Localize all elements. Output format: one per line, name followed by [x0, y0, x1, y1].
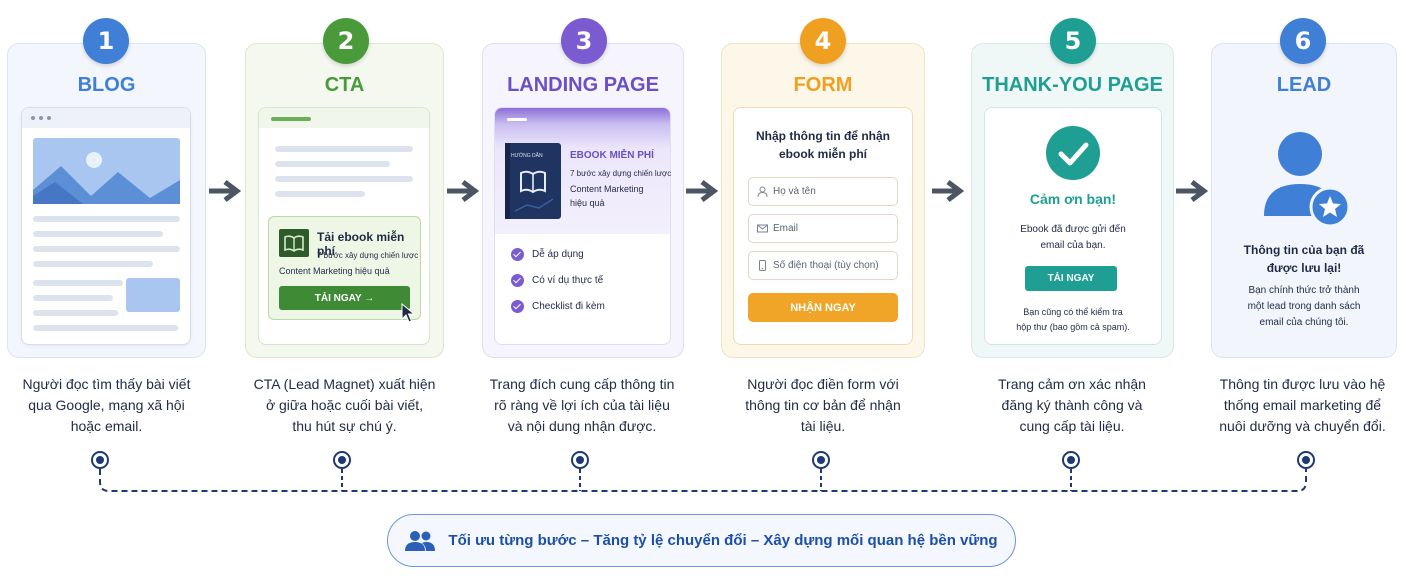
- benefit-item: Dễ áp dụng: [511, 248, 584, 261]
- ebook-cover-label: HƯỚNG DẪN: [511, 153, 543, 159]
- name-field[interactable]: Họ và tên: [748, 177, 898, 206]
- phone-icon: [759, 260, 766, 271]
- ebook-heading: EBOOK MIỄN PHÍ: [570, 150, 654, 161]
- step-title: FORM: [793, 74, 853, 96]
- submit-button[interactable]: NHẬN NGAY: [748, 293, 898, 322]
- cursor-pointer-icon: [401, 303, 415, 323]
- cta-heading: Tải ebook miễn phí: [317, 230, 405, 258]
- thanks-heading: Cảm ơn bạn!: [1029, 191, 1117, 207]
- cta-line: 7 bước xây dựng chiến lược: [317, 251, 419, 260]
- footer-text: Tối ưu từng bước – Tăng tỷ lệ chuyển đổi…: [448, 532, 998, 549]
- ebook-line: hiệu quả: [570, 198, 605, 208]
- step-title: CTA: [324, 74, 365, 96]
- user-icon: [757, 186, 768, 197]
- image-placeholder-icon: [33, 138, 180, 204]
- step-description: Người đọc điền form với thông tin cơ bản…: [745, 376, 901, 434]
- arrow-right-icon: [209, 180, 242, 202]
- step-number-badge: 2: [323, 18, 369, 64]
- form-heading: Nhập thông tin để nhận ebook miễn phí: [756, 129, 890, 161]
- mail-icon: [757, 224, 768, 233]
- ebook-line: Content Marketing: [570, 184, 644, 194]
- check-circle-icon: [511, 300, 524, 313]
- step-number-badge: 1: [83, 18, 129, 64]
- step-title: LANDING PAGE: [507, 74, 659, 96]
- ebook-cover-icon: [505, 143, 561, 219]
- download-ebook-button[interactable]: TẢI NGAY: [1025, 266, 1117, 291]
- footer-banner: Tối ưu từng bước – Tăng tỷ lệ chuyển đổi…: [387, 514, 1016, 567]
- arrow-right-icon: [686, 180, 719, 202]
- step-description: Trang đích cung cấp thông tin rõ ràng về…: [489, 376, 675, 434]
- lead-heading: Thông tin của bạn đã được lưu lại!: [1243, 243, 1365, 275]
- lead-text: Bạn chính thức trở thành một lead trong …: [1247, 285, 1361, 328]
- download-now-button[interactable]: TẢI NGAY →: [279, 286, 410, 310]
- step-description: CTA (Lead Magnet) xuất hiện ở giữa hoặc …: [253, 376, 436, 434]
- step-description: Thông tin được lưu vào hệ thống email ma…: [1219, 376, 1386, 434]
- book-icon: [279, 229, 309, 257]
- timeline-dot: [812, 451, 830, 469]
- user-star-icon: [1264, 132, 1350, 228]
- arrow-right-icon: [447, 180, 480, 202]
- phone-field[interactable]: Số điện thoại (tùy chọn): [748, 251, 898, 280]
- benefit-item: Có ví dụ thực tế: [511, 274, 603, 287]
- benefit-item: Checklist đi kèm: [511, 300, 605, 313]
- step-title: BLOG: [77, 74, 136, 96]
- check-circle-icon: [1046, 126, 1100, 180]
- arrow-right-icon: [1176, 180, 1209, 202]
- timeline-dot: [571, 451, 589, 469]
- ebook-line: 7 bước xây dựng chiến lược: [570, 169, 672, 178]
- timeline-dot: [91, 451, 109, 469]
- arrow-right-icon: [932, 180, 965, 202]
- timeline-dot: [1297, 451, 1315, 469]
- email-field[interactable]: Email: [748, 214, 898, 243]
- users-icon: [405, 530, 436, 551]
- step-number-badge: 6: [1280, 18, 1326, 64]
- thanks-note: Bạn cũng có thể kiểm tra hộp thư (bao gồ…: [1016, 307, 1130, 332]
- timeline-dot: [333, 451, 351, 469]
- timeline-dot: [1062, 451, 1080, 469]
- check-circle-icon: [511, 248, 524, 261]
- step-number-badge: 3: [561, 18, 607, 64]
- thanks-text: Ebook đã được gửi đến email của bạn.: [1020, 224, 1126, 251]
- step-title: LEAD: [1276, 74, 1332, 96]
- cta-line: Content Marketing hiệu quả: [279, 266, 390, 276]
- step-number-badge: 4: [800, 18, 846, 64]
- step-description: Người đọc tìm thấy bài viết qua Google, …: [22, 376, 191, 434]
- step-title: THANK-YOU PAGE: [982, 74, 1163, 96]
- step-description: Trang cảm ơn xác nhận đăng ký thành công…: [998, 376, 1146, 434]
- blog-article-mockup: [21, 107, 191, 345]
- check-circle-icon: [511, 274, 524, 287]
- step-number-badge: 5: [1050, 18, 1096, 64]
